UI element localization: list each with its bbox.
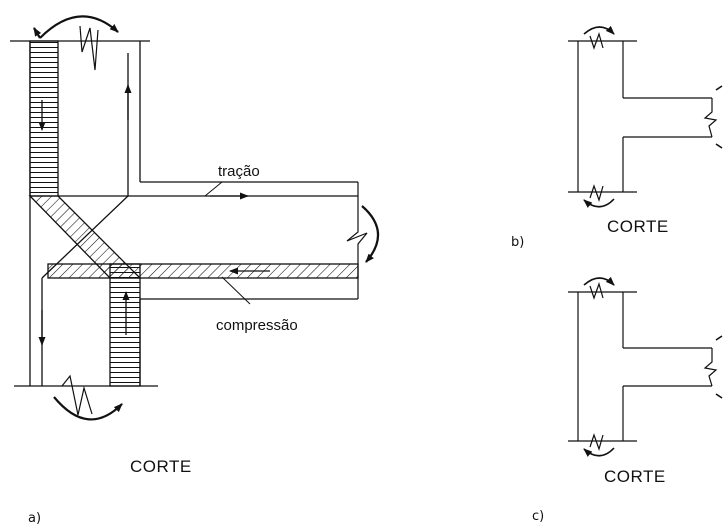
compression-block-upper: [29, 40, 59, 197]
tension-diagonal: [41, 195, 129, 279]
compression-band-beam: [47, 263, 359, 279]
figure-c-section-label: CORTE: [604, 467, 666, 486]
figure-b-section-label: CORTE: [607, 217, 669, 236]
figure-b-tag: b): [511, 235, 524, 250]
b-bottom-moment-arc: [583, 198, 615, 208]
b-right-moment-arc: [715, 85, 723, 91]
right-moment-arc: [361, 205, 380, 263]
c-top-break-symbol: [589, 282, 604, 300]
top-moment-arc-tail: [33, 27, 42, 39]
b-beam-break: [703, 98, 718, 138]
compression-label: compressão: [216, 317, 298, 334]
c-right-moment-arc-lower: [715, 393, 723, 399]
b-top-moment-arc: [583, 25, 615, 35]
c-right-moment-arc: [715, 335, 723, 341]
beam-break-line: [346, 182, 368, 299]
top-moment-arc: [39, 15, 119, 39]
b-bottom-break-symbol: [589, 184, 604, 202]
figure-c-tag: c): [532, 509, 544, 524]
c-top-moment-arc: [583, 276, 615, 286]
tension-leader: [204, 181, 223, 197]
figure-c: [568, 276, 723, 457]
compression-block-lower: [109, 263, 141, 387]
bottom-break-symbol: [61, 374, 93, 416]
figure-a-tag: a): [28, 511, 41, 526]
figure-a-section-label: CORTE: [130, 457, 192, 476]
top-break-symbol: [79, 25, 99, 71]
bottom-moment-arc: [53, 396, 123, 421]
tension-path-column: [58, 53, 129, 197]
compression-leader: [221, 276, 251, 305]
b-right-moment-arc-lower: [715, 143, 723, 149]
c-bottom-break-symbol: [589, 433, 604, 451]
c-bottom-moment-arc: [583, 447, 615, 457]
c-beam-break: [703, 348, 718, 387]
figure-a: [10, 15, 380, 421]
b-top-break-symbol: [589, 32, 604, 50]
tension-label: tração: [218, 163, 260, 180]
figure-b: [568, 25, 723, 208]
